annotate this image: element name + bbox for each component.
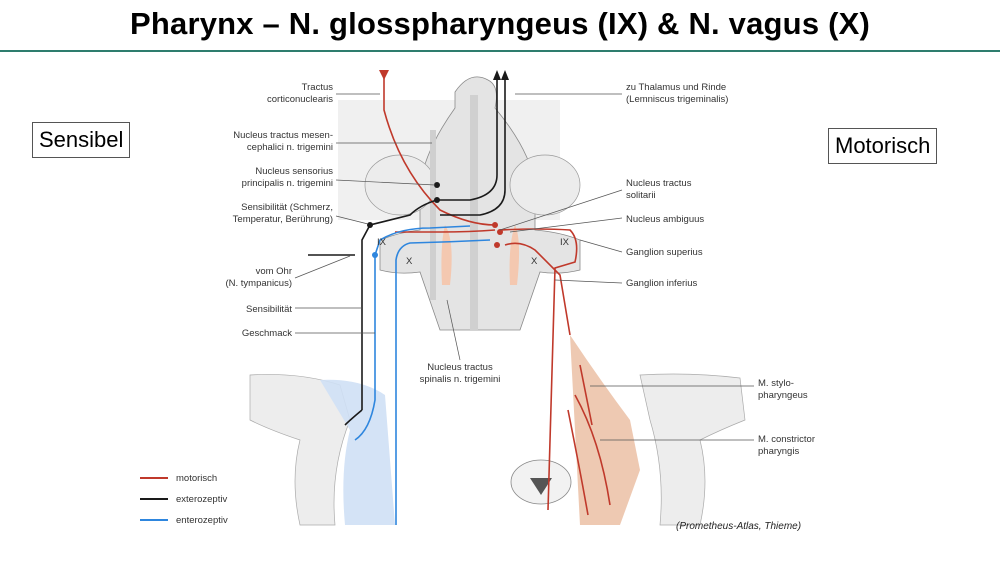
label-mesencephalic-1: Nucleus tractus mesen- [233,130,333,141]
label-ohr-2: (N. tympanicus) [225,278,292,289]
labels-right: zu Thalamus und Rinde (Lemniscus trigemi… [626,82,815,457]
motor-fiber-right [499,228,578,511]
label-sensibilitaet-3: Sensibilität [246,304,292,315]
label-geschmack: Geschmack [242,328,292,339]
legend-motor-label: motorisch [176,473,217,484]
mark-ix-right: IX [560,237,570,248]
labels-left: Tractus corticonuclearis Nucleus tractus… [225,82,333,339]
pharynx-left-section [249,374,395,526]
slide-title: Pharynx – N. glosspharyngeus (IX) & N. v… [130,6,870,41]
entero-ix [374,225,471,256]
extero-pharynx [344,409,363,426]
title-rule [0,50,1000,52]
label-spinalis-1: Nucleus tractus [427,362,493,373]
label-solitarii-2: solitarii [626,190,656,201]
label-tractus-2: corticonuclearis [267,94,333,105]
mark-x-left: X [406,256,413,267]
pharynx-right-section [570,335,746,526]
label-principalis-1: Nucleus sensorius [255,166,333,177]
arrow-up-icon [493,70,501,80]
label-thalamus-2: (Lemniscus trigeminalis) [626,94,728,105]
label-solitarii-1: Nucleus tractus [626,178,692,189]
label-ganglion-inferius: Ganglion inferius [626,278,698,289]
label-constrictor-2: pharyngis [758,446,799,457]
label-sensibilitaet-1: Sensibilität (Schmerz, [241,202,333,213]
mark-ix-left: IX [377,237,387,248]
label-motorisch: Motorisch [828,128,938,164]
motor-fiber-right-2 [504,242,571,336]
label-mesencephalic-2: cephalici n. trigemini [247,142,333,153]
entero-pathways [354,225,491,525]
motor-pathways [383,75,611,516]
legend: motorisch exterozeptiv enterozeptiv [140,473,228,526]
label-stylo-2: pharyngeus [758,390,808,401]
entero-x [395,239,491,525]
label-constrictor-1: M. constrictor [758,434,815,445]
motor-fiber-left [395,229,496,233]
arrow-heads [379,70,509,80]
label-ambiguus: Nucleus ambiguus [626,214,704,225]
label-ohr-1: vom Ohr [256,266,292,277]
label-tractus-1: Tractus [302,82,334,93]
nucleus-dots [367,182,503,258]
motor-tract [383,75,496,226]
extero-lemniscus-2 [440,75,506,216]
labels-center: Nucleus tractus spinalis n. trigemini [420,362,501,385]
motor-branch-low [567,409,589,516]
motor-branch-constrictor [574,394,611,506]
label-ganglion-superius: Ganglion superius [626,247,703,258]
label-sensibel: Sensibel [32,122,131,158]
legend-entero-label: enterozeptiv [176,515,228,526]
motor-branch-stylo [579,364,593,426]
label-sensibilitaet-2: Temperatur, Berührung) [233,214,333,225]
larynx-icon [510,459,572,505]
mark-x-right: X [531,256,538,267]
label-stylo-1: M. stylo- [758,378,794,389]
label-spinalis-2: spinalis n. trigemini [420,374,501,385]
entero-pharynx [354,255,376,441]
label-principalis-2: principalis n. trigemini [242,178,333,189]
label-thalamus-1: zu Thalamus und Rinde [626,82,726,93]
arrow-down-icon [379,70,389,80]
arrow-up-icon [501,70,509,80]
leader-lines [294,93,754,441]
legend-extero-label: exterozeptiv [176,494,227,505]
image-credit: (Prometheus-Atlas, Thieme) [676,521,802,532]
